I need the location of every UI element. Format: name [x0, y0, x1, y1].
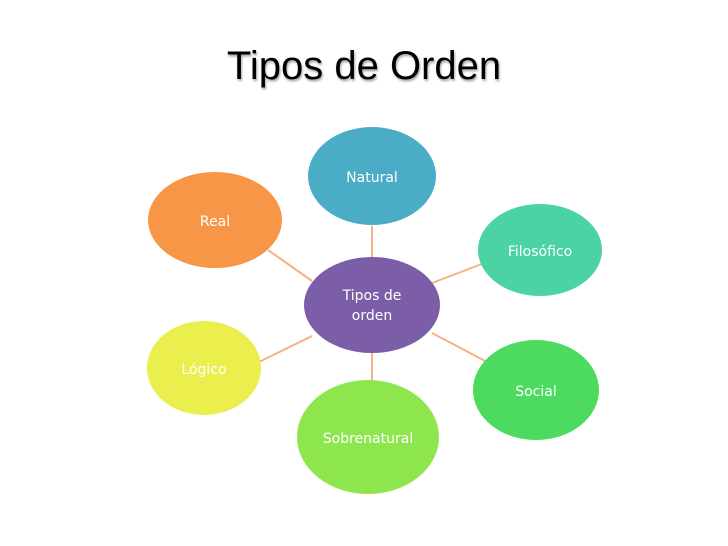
- node-logico: Lógico: [147, 321, 261, 415]
- node-sobrenatural: Sobrenatural: [297, 380, 439, 494]
- connector-social: [431, 332, 488, 363]
- connector-filosofico: [431, 261, 488, 284]
- node-logico-shape: [147, 321, 261, 415]
- node-real-shape: [148, 172, 282, 268]
- node-social-label: Social: [515, 384, 557, 400]
- node-filosofico-label: Filosófico: [508, 244, 572, 260]
- node-natural-label: Natural: [346, 170, 398, 186]
- node-filosofico-shape: [478, 204, 602, 296]
- center-node-shape: [304, 257, 440, 353]
- node-natural-shape: [308, 127, 436, 225]
- node-real-label: Real: [200, 214, 230, 230]
- node-filosofico: Filosófico: [478, 204, 602, 296]
- node-real: Real: [148, 172, 282, 268]
- center-node-label-line2: orden: [352, 308, 392, 324]
- node-logico-label: Lógico: [181, 362, 226, 378]
- connector-logico: [258, 335, 313, 363]
- node-sobrenatural-label: Sobrenatural: [323, 431, 413, 447]
- center-node-label-line1: Tipos de: [342, 288, 402, 304]
- node-natural: Natural: [308, 127, 436, 225]
- connector-real: [267, 249, 313, 282]
- slide-title: Tipos de Orden: [226, 44, 502, 88]
- center-node: Tipos de orden: [304, 257, 440, 353]
- node-social: Social: [473, 340, 599, 440]
- node-sobrenatural-shape: [297, 380, 439, 494]
- connectors: [258, 226, 488, 383]
- node-social-shape: [473, 340, 599, 440]
